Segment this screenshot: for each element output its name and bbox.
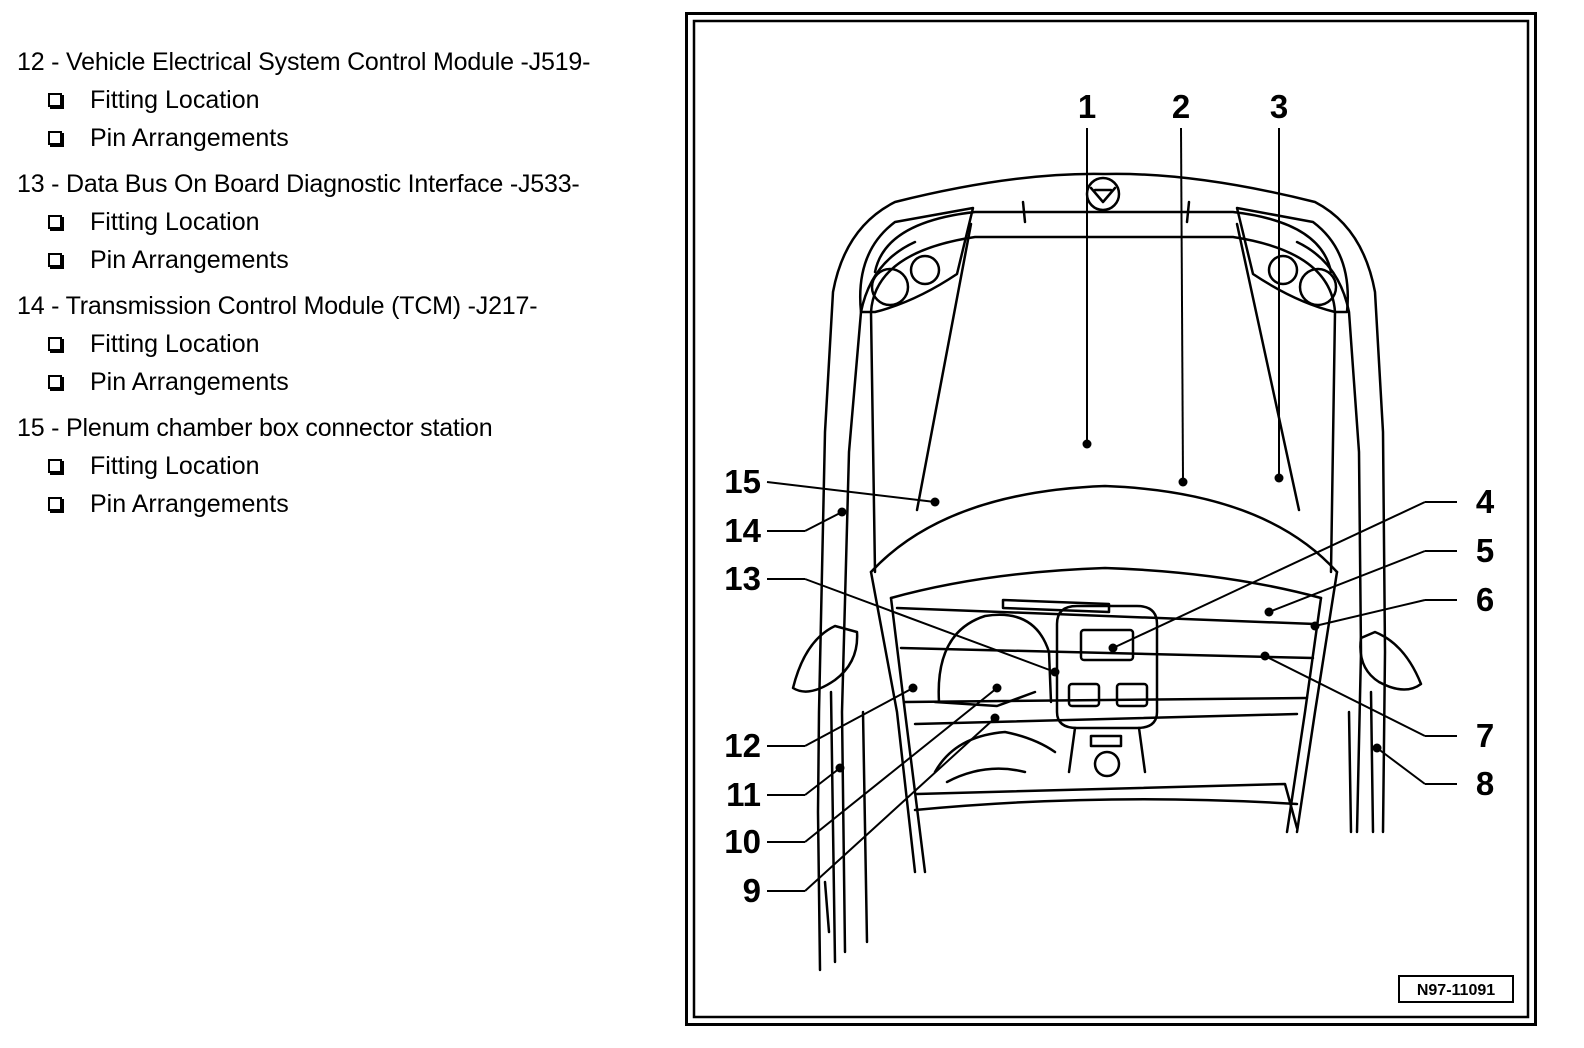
- callout-3: 3: [1270, 88, 1288, 125]
- item-title: 14 - Transmission Control Module (TCM) -…: [17, 292, 538, 320]
- callout-12: 12: [724, 727, 761, 764]
- callout-15: 15: [724, 463, 761, 500]
- list-item: 15 - Plenum chamber box connector statio…: [17, 410, 677, 523]
- callout-14: 14: [724, 512, 761, 549]
- callout-13: 13: [724, 560, 761, 597]
- link-pin-arrangements[interactable]: Pin Arrangements: [17, 485, 677, 523]
- callout-9: 9: [743, 872, 761, 909]
- list-item: 14 - Transmission Control Module (TCM) -…: [17, 288, 677, 401]
- link-pin-arrangements[interactable]: Pin Arrangements: [17, 363, 677, 401]
- callout-6: 6: [1476, 581, 1494, 618]
- link-fitting-location[interactable]: Fitting Location: [17, 325, 677, 363]
- checkbox-bullet-icon: [48, 375, 62, 389]
- callout-7: 7: [1476, 717, 1494, 754]
- callout-11: 11: [726, 776, 761, 813]
- callout-8: 8: [1476, 765, 1494, 802]
- link-pin-arrangements[interactable]: Pin Arrangements: [17, 241, 677, 279]
- checkbox-bullet-icon: [48, 93, 62, 107]
- callout-10: 10: [724, 823, 761, 860]
- checkbox-bullet-icon: [48, 253, 62, 267]
- callout-2: 2: [1172, 88, 1190, 125]
- callout-5: 5: [1476, 532, 1494, 569]
- figure-id-box: [1398, 975, 1514, 1003]
- item-title: 15 - Plenum chamber box connector statio…: [17, 414, 493, 442]
- checkbox-bullet-icon: [48, 215, 62, 229]
- link-pin-arrangements[interactable]: Pin Arrangements: [17, 119, 677, 157]
- vehicle-location-diagram: 1 2 3 4 5 6 7 8 9 10 11 12 13 14 15 N97-…: [685, 12, 1537, 1026]
- item-title: 13 - Data Bus On Board Diagnostic Interf…: [17, 170, 580, 198]
- component-list: 12 - Vehicle Electrical System Control M…: [17, 44, 677, 532]
- callout-4: 4: [1476, 483, 1495, 520]
- link-fitting-location[interactable]: Fitting Location: [17, 447, 677, 485]
- figure-id: N97-11091: [1417, 982, 1495, 999]
- link-fitting-location[interactable]: Fitting Location: [17, 81, 677, 119]
- list-item: 12 - Vehicle Electrical System Control M…: [17, 44, 677, 157]
- checkbox-bullet-icon: [48, 459, 62, 473]
- callout-1: 1: [1078, 88, 1096, 125]
- link-fitting-location[interactable]: Fitting Location: [17, 203, 677, 241]
- leader-lines: [766, 127, 1457, 892]
- item-title: 12 - Vehicle Electrical System Control M…: [17, 48, 591, 76]
- checkbox-bullet-icon: [48, 337, 62, 351]
- car-drawing: [791, 172, 1423, 972]
- target-dots: [835, 439, 1382, 773]
- list-item: 13 - Data Bus On Board Diagnostic Interf…: [17, 166, 677, 279]
- checkbox-bullet-icon: [48, 497, 62, 511]
- checkbox-bullet-icon: [48, 131, 62, 145]
